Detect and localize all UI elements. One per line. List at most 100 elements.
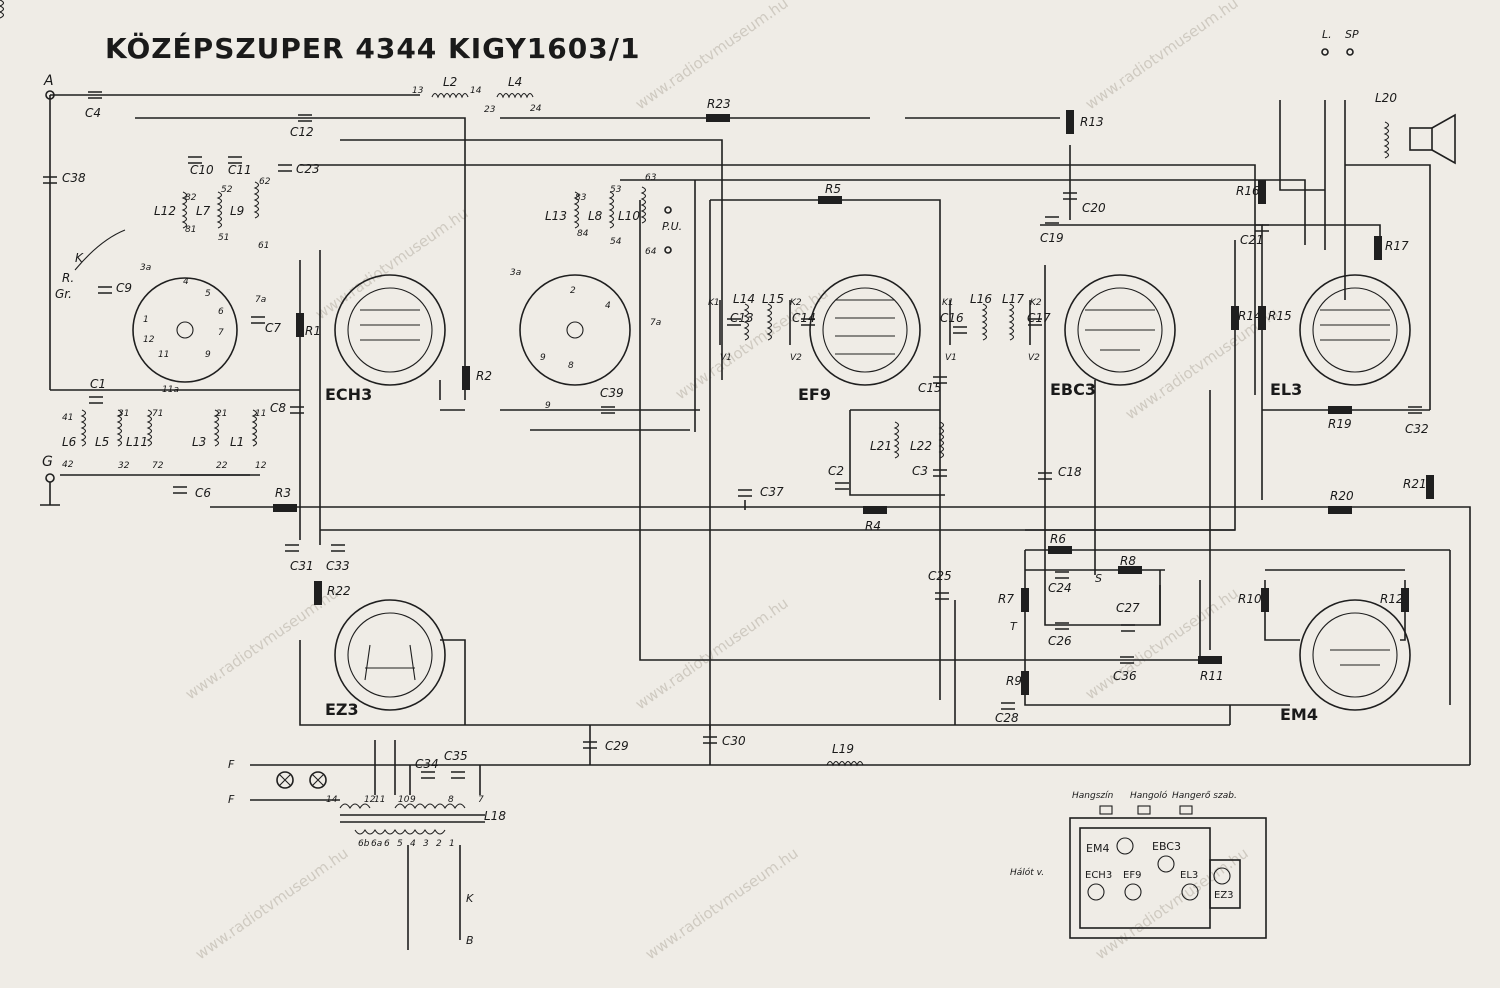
capacitor-symbol	[935, 592, 949, 600]
capacitor-symbol	[801, 318, 815, 326]
cap-label: C13	[730, 311, 754, 325]
loudspeaker-sp-terminal: SP	[1345, 28, 1359, 41]
svg-text:9: 9	[545, 401, 551, 411]
resistor-symbol	[1021, 671, 1029, 695]
fuse-f1-label: F	[228, 758, 235, 771]
coil-label: 11	[255, 409, 266, 419]
watermark-text: www.radiotvmuseum.hu	[1082, 0, 1242, 113]
mains-tap-label: 6	[384, 839, 390, 849]
cap-label: C35	[444, 749, 468, 763]
coil-label: 41	[62, 413, 73, 423]
cap-label: C20	[1082, 201, 1106, 215]
coil-label: 22	[216, 461, 228, 471]
band-k: K	[75, 251, 84, 265]
band-r: R.	[62, 271, 74, 285]
coil-label: 64	[645, 247, 657, 257]
layout-tube-el3: EL3	[1180, 870, 1198, 881]
knob-label-tuning: Hangoló	[1130, 790, 1168, 801]
resistor-symbol	[1066, 110, 1074, 134]
ground-terminal: G	[42, 454, 53, 470]
watermark-text: www.radiotvmuseum.hu	[632, 594, 792, 713]
capacitor-symbol	[583, 741, 597, 749]
capacitor-symbol	[933, 469, 947, 477]
ind-label: L2	[443, 75, 457, 89]
ind-label: L10	[618, 209, 640, 223]
svg-text:1: 1	[143, 315, 149, 325]
loudspeaker-icon	[1409, 113, 1456, 165]
inductor-symbol	[253, 181, 260, 219]
tube-em4: EM4	[1280, 599, 1411, 724]
cap-label: C26	[1048, 634, 1072, 648]
res-label: R7	[998, 592, 1014, 606]
tube-ez3: EZ3	[325, 599, 446, 719]
inductor-symbol	[608, 191, 615, 229]
res-label: R20	[1330, 489, 1354, 503]
inductor-symbol	[116, 409, 123, 447]
cap-label: C9	[116, 281, 132, 295]
inductor-symbol	[216, 191, 223, 229]
loudspeaker-l-terminal: L.	[1322, 28, 1332, 41]
resistor-symbol	[863, 506, 887, 514]
if-pin-label: K2	[790, 298, 802, 308]
res-label: R5	[825, 182, 841, 196]
coil-label: 31	[118, 409, 129, 419]
mains-switch-side-label: Hálót v.	[1010, 867, 1044, 878]
inductor-symbol	[1383, 121, 1390, 159]
watermark-text: www.radiotvmuseum.hu	[192, 844, 352, 963]
capacitor-symbol	[601, 406, 615, 414]
mains-fuse-label: B	[466, 934, 474, 947]
capacitor-symbol	[933, 376, 947, 384]
capacitor-symbol	[738, 489, 752, 497]
capacitor-symbol	[89, 396, 103, 404]
layout-tube-ech3: ECH3	[1085, 870, 1112, 881]
capacitor-symbol	[88, 91, 102, 99]
cap-label: C3	[912, 464, 928, 478]
mains-tap-label: 2	[436, 839, 442, 849]
point-s: S	[1095, 572, 1102, 585]
knob-label-tone: Hangszín	[1072, 791, 1114, 801]
knob-label-volume: Hangerő szab.	[1172, 791, 1237, 801]
transformer-tap-label: 8	[448, 795, 454, 805]
capacitor-symbol	[1028, 318, 1042, 326]
tube-label: ECH3	[325, 385, 372, 404]
svg-text:2: 2	[570, 286, 576, 296]
ind-label: L21	[870, 439, 892, 453]
cap-label: C27	[1116, 601, 1140, 615]
tube-label: EZ3	[325, 700, 359, 719]
svg-text:12: 12	[143, 335, 155, 345]
res-label: R4	[865, 519, 881, 533]
coil-label: 14	[470, 86, 482, 96]
res-label: R15	[1268, 309, 1292, 323]
inductor-symbol	[573, 191, 580, 229]
cap-label: C6	[195, 486, 211, 500]
wiring	[49, 94, 1471, 950]
coil-label: 42	[62, 460, 74, 470]
inductor-symbol	[431, 92, 469, 99]
mains-tap-label: 6a	[371, 839, 382, 849]
cap-label: C10	[190, 163, 214, 177]
cap-label: C14	[792, 311, 816, 325]
inductor-symbol	[146, 409, 153, 447]
ind-label: L7	[196, 204, 211, 218]
coil-label: 81	[185, 225, 196, 235]
tube-ebc3: EBC3	[1050, 274, 1176, 399]
ind-label: L1	[230, 435, 244, 449]
capacitor-symbol	[421, 771, 435, 779]
resistor-symbol	[1258, 180, 1266, 204]
watermark-text: www.radiotvmuseum.hu	[312, 204, 472, 323]
fuse-f2-label: F	[228, 793, 235, 806]
tube-label: EM4	[1280, 705, 1318, 724]
transformer-tap-label: 9	[410, 795, 416, 805]
capacitor-symbol	[1055, 622, 1069, 630]
cap-label: C8	[270, 401, 286, 415]
ind-label: L3	[192, 435, 206, 449]
power-transformer	[339, 803, 485, 835]
res-label: R3	[275, 486, 291, 500]
cap-label: C25	[928, 569, 952, 583]
capacitor-symbol	[228, 156, 242, 164]
capacitor-symbol	[703, 736, 717, 744]
coil-label: 13	[412, 86, 424, 96]
res-label: R19	[1328, 417, 1352, 431]
mains-tap-label: 3	[423, 839, 429, 849]
chassis-layout-panel: Hangszín Hangoló Hangerő szab. Hálót v. …	[1010, 790, 1267, 939]
